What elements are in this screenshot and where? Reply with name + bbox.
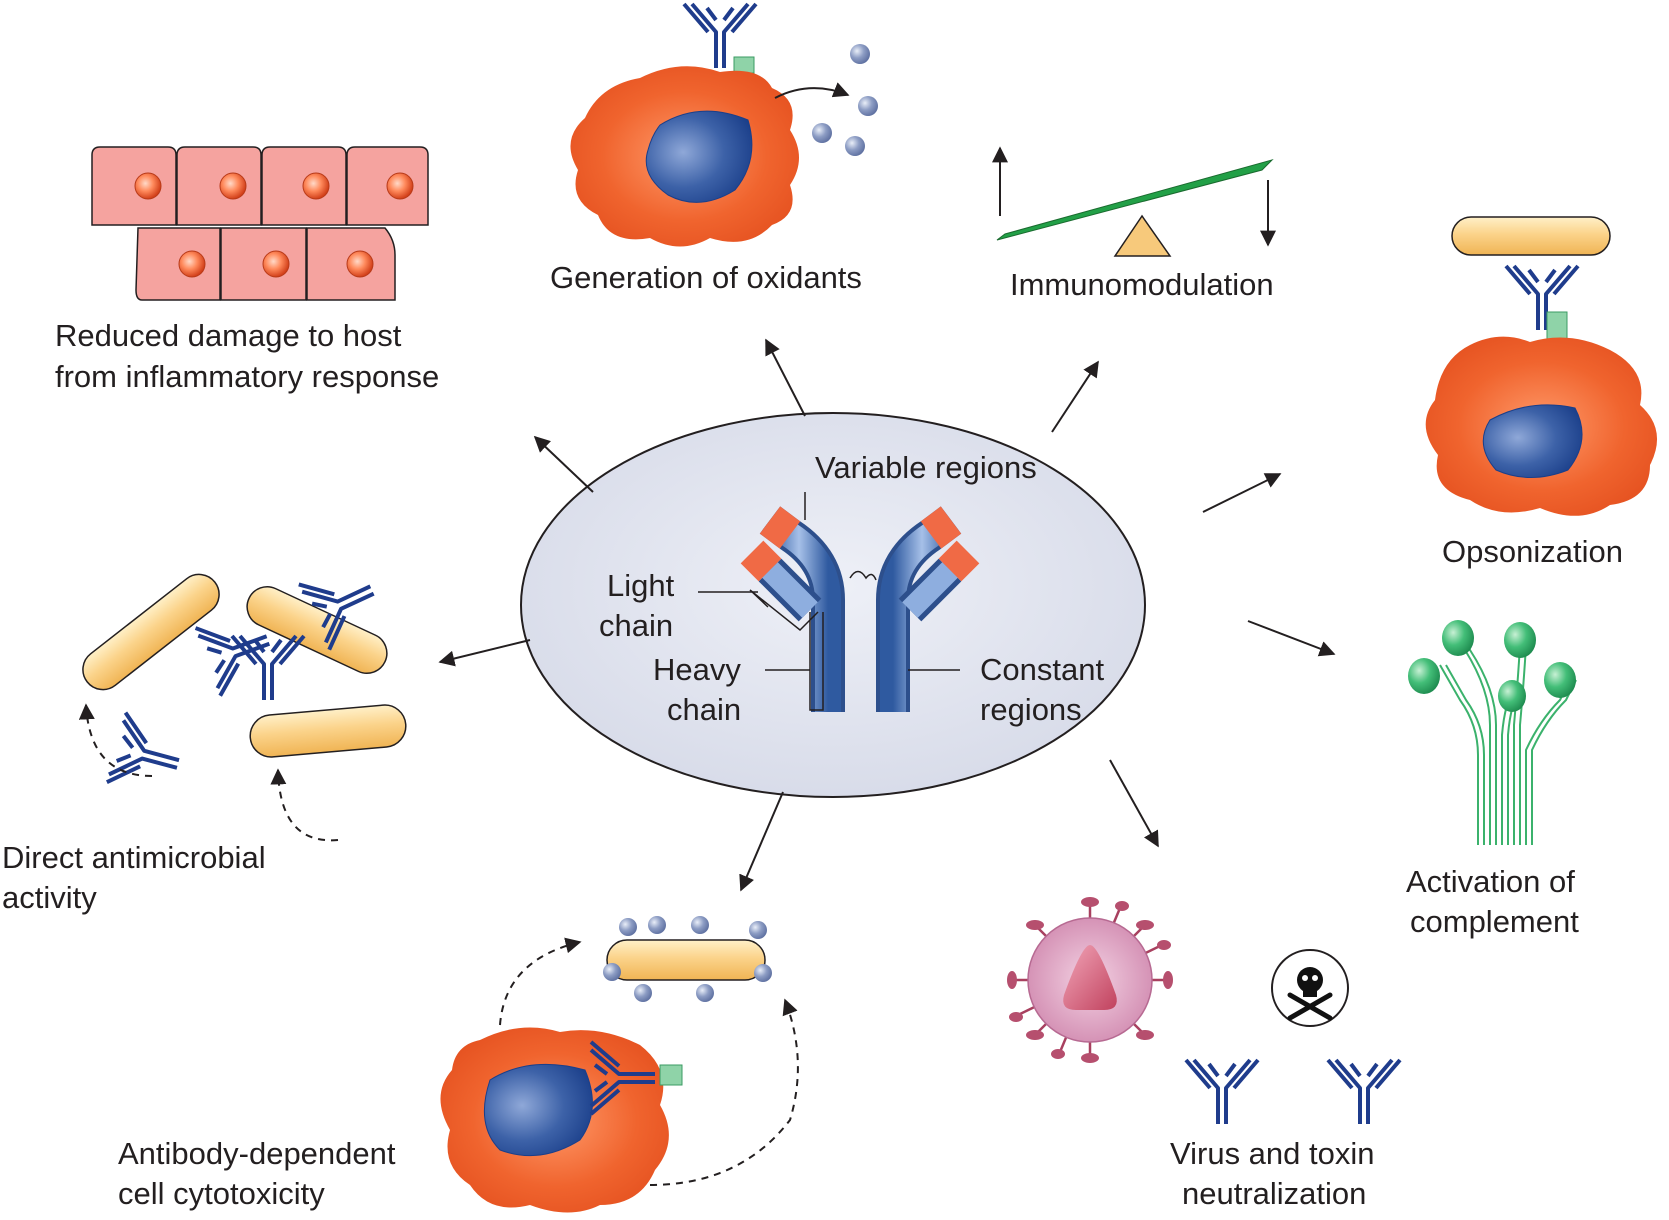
variable-regions-label: Variable regions — [815, 450, 1037, 485]
oxidants-label: Generation of oxidants — [550, 260, 862, 295]
arrow-neutralization — [1109, 759, 1159, 848]
virus-icon — [1007, 897, 1173, 1063]
immunomodulation-label: Immunomodulation — [1010, 267, 1274, 302]
epithelium-icon — [91, 146, 429, 301]
opsonization-label: Opsonization — [1442, 534, 1623, 569]
antibody-icon — [1326, 1058, 1402, 1126]
radiating-arrows — [438, 338, 1336, 892]
arrow-complement — [1247, 620, 1336, 657]
arrow-immunomodulation — [1051, 360, 1099, 433]
bacterium-icon — [1451, 216, 1611, 256]
arrow-antimicrobial — [438, 639, 531, 667]
arrow-opsonization — [1202, 473, 1282, 513]
toxin-skull-icon — [1271, 949, 1349, 1027]
opsonization-icon — [1425, 216, 1658, 516]
seesaw-icon — [992, 146, 1276, 257]
arrow-adcc — [739, 791, 784, 892]
complement-icon — [1408, 620, 1577, 845]
adcc-icon — [440, 916, 799, 1213]
antibody-icon — [698, 492, 980, 712]
antibody-icon — [1184, 1058, 1260, 1126]
arrow-oxidants — [765, 338, 806, 417]
antimicrobial-icon — [78, 555, 407, 842]
arrow-reduced-damage — [533, 435, 594, 493]
phagocyte-icon — [570, 2, 878, 247]
